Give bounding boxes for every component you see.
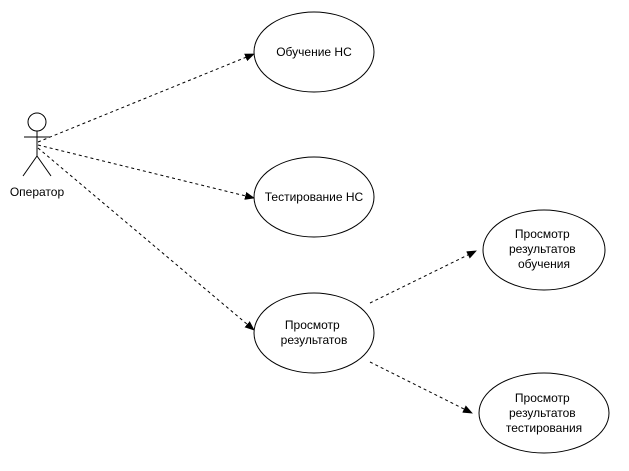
use-case-training-ellipse [253,11,375,93]
use-case-view-results-ellipse [253,292,375,374]
actor-left-leg [22,155,38,177]
association-actor-training [37,53,255,143]
actor-operator: Оператор [10,112,65,199]
use-case-view-results-line-2: результатов [281,333,348,347]
use-case-view-testing-results-line-3: тестирования [506,421,582,435]
association-view-results-testing-results [369,361,473,414]
use-case-training-label: Обучение НС [276,45,352,59]
use-case-view-training-results-line-2: результатов [509,242,576,256]
use-case-view-testing-results-line-2: результатов [509,406,576,420]
actor-head [27,112,47,132]
association-actor-testing [37,144,255,200]
use-case-view-testing-results: Просмотр результатов тестирования [478,372,610,454]
use-case-testing: Тестирование НС [253,156,375,238]
association-view-results-training-results [369,250,477,304]
use-case-view-testing-results-line-1: Просмотр [515,391,570,405]
use-case-view-results-label: Просмотр результатов [281,318,348,347]
use-case-view-training-results: Просмотр результатов обучения [482,209,606,291]
actor-label: Оператор [10,185,65,199]
use-case-view-training-results-label: Просмотр результатов обучения [509,227,579,271]
use-case-view-results: Просмотр результатов [253,292,375,374]
use-case-view-results-line-1: Просмотр [285,318,340,332]
use-case-testing-line: Тестирование НС [265,190,364,204]
use-case-testing-label: Тестирование НС [265,190,364,204]
association-actor-view-results [37,147,255,331]
use-case-training: Обучение НС [253,11,375,93]
use-case-view-training-results-ellipse [482,209,606,291]
use-case-testing-ellipse [253,156,375,238]
use-case-view-testing-results-ellipse [478,372,610,454]
use-case-view-training-results-line-3: обучения [518,257,570,271]
use-case-view-testing-results-label: Просмотр результатов тестирования [506,391,582,435]
actor-right-leg [36,155,52,177]
use-case-view-training-results-line-1: Просмотр [515,227,570,241]
use-case-training-line: Обучение НС [276,45,352,59]
